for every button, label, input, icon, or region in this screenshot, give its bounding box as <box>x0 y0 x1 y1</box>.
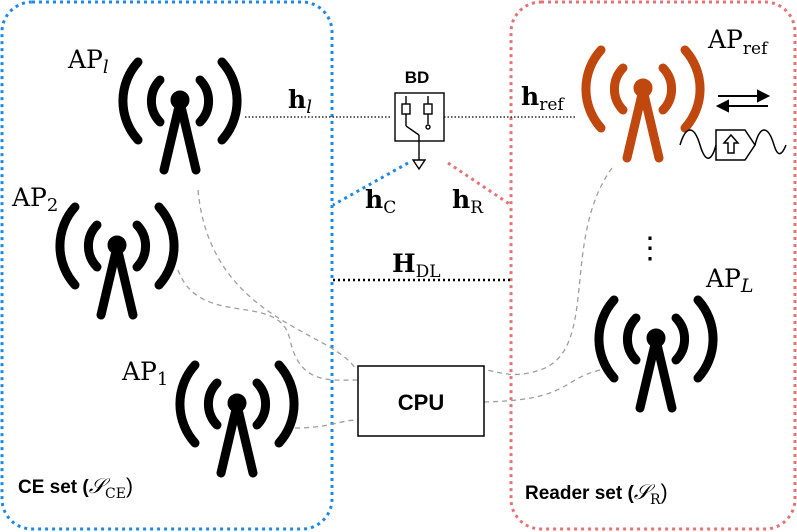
ap-2-label: AP2 <box>11 183 58 216</box>
ap-ref-label: APref <box>707 25 769 59</box>
h-C-label: hC <box>365 185 396 218</box>
cpu-box <box>357 365 485 437</box>
ap-ref-icon <box>586 50 700 158</box>
ce-set-border <box>0 0 334 531</box>
link-h-C <box>332 161 409 207</box>
h-ref-label: href <box>521 82 565 115</box>
ap-L-icon <box>599 300 713 408</box>
ap-1-label: AP1 <box>121 357 168 390</box>
cpu-label: CPU <box>398 390 444 415</box>
backhaul-ap-2 <box>177 269 359 381</box>
backhaul-ap-ref <box>483 167 613 376</box>
ellipsis: ⋮ <box>635 231 665 266</box>
bd-label: BD <box>405 68 430 87</box>
signal-generator-icon <box>679 129 787 161</box>
ap-L-label: APL <box>705 264 754 297</box>
backhaul-ap-1 <box>294 419 359 429</box>
ap-l-label: APl <box>67 45 109 78</box>
h-R-label: hR <box>452 185 484 218</box>
h-l-label: hl <box>288 85 312 118</box>
bidirectional-arrows-icon <box>715 89 771 113</box>
backscatter-device <box>394 92 445 171</box>
reader-set-label: Reader set (𝒮R) <box>525 480 668 508</box>
ap-2-icon <box>60 207 174 315</box>
reader-set-border <box>509 0 797 531</box>
backhaul-ap-L <box>483 369 601 403</box>
backhaul-ap-l <box>197 189 356 369</box>
H-DL-label: HDL <box>392 249 441 282</box>
backhaul-links <box>177 167 613 429</box>
link-h-R <box>447 161 512 207</box>
ce-set-label: CE set (𝒮CE) <box>18 474 133 502</box>
ap-l-icon <box>123 62 237 170</box>
ap-1-icon <box>180 365 294 473</box>
